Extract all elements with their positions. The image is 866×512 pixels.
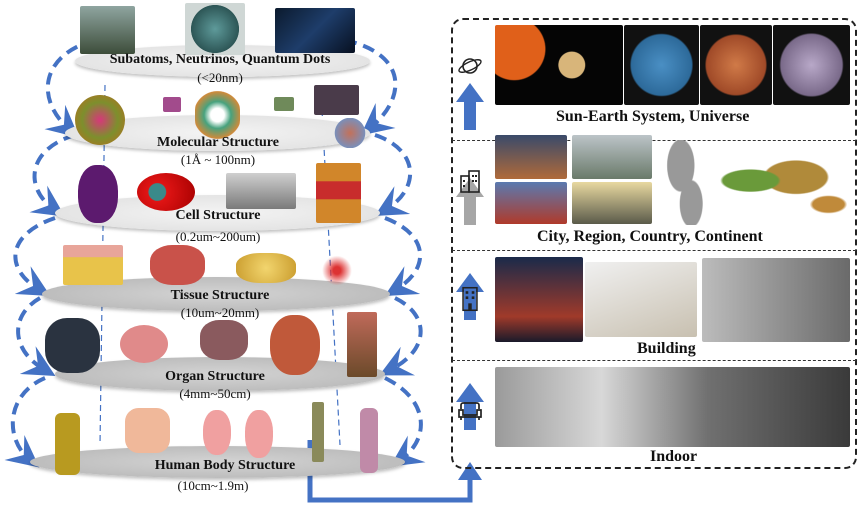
human-skeleton — [312, 402, 324, 462]
disc-organ — [55, 357, 385, 391]
molecule-image-box — [314, 85, 359, 115]
scale-label-organ: Organ Structure — [165, 369, 265, 384]
building-icon — [462, 286, 478, 312]
cell-vessel — [316, 163, 361, 223]
city-image-4 — [572, 182, 652, 224]
organ-digestive — [347, 312, 377, 377]
loop-arrow-right-1 — [344, 38, 398, 136]
loop-arrow-right-4 — [379, 296, 423, 376]
loop-arrow-right-3 — [384, 216, 422, 296]
sofa-icon — [458, 402, 482, 420]
loop-arrow-left-3 — [13, 216, 56, 296]
spatial-label-city: City, Region, Country, Continent — [537, 228, 763, 245]
city-icon — [460, 170, 480, 193]
subatomic-image-2 — [185, 3, 245, 55]
loop-arrow-left-2 — [29, 133, 76, 217]
cell-red-blood — [137, 173, 195, 211]
subatomic-image-1 — [80, 6, 135, 54]
spatial-scale-panel — [451, 18, 857, 469]
building-image-3 — [702, 258, 850, 342]
spatial-label-indoor: Indoor — [650, 448, 698, 465]
cell-capsid — [78, 165, 118, 223]
spatial-label-building: Building — [637, 340, 696, 357]
organ-heart — [45, 318, 100, 373]
building-image-1 — [495, 257, 583, 342]
tissue-muscle — [150, 245, 205, 285]
up-arrow-blue-3 — [456, 83, 484, 130]
loop-arrow-right-5 — [384, 376, 426, 467]
scale-label-human: Human Body Structure — [154, 458, 296, 473]
city-image-2 — [572, 135, 652, 179]
human-anatomy — [360, 408, 378, 473]
moon-image — [773, 25, 850, 105]
world-map — [718, 150, 848, 218]
subatomic-image-3 — [275, 8, 355, 53]
scale-range-organ: (4mm~50cm) — [179, 386, 251, 401]
scale-label-molecular: Molecular Structure — [157, 135, 279, 150]
scale-range-cell: (0.2um~200um) — [175, 229, 261, 244]
section-divider — [452, 140, 856, 141]
scale-range-subatomic: (<20nm) — [197, 70, 243, 85]
scale-range-human: (10cm~1.9m) — [177, 478, 249, 493]
indoor-image — [495, 367, 850, 447]
tissue-nerve — [312, 243, 362, 298]
planet-icon — [458, 58, 482, 74]
section-divider — [452, 250, 856, 251]
section-divider — [452, 360, 856, 361]
molecule-protein — [195, 90, 240, 140]
scale-range-molecular: (1Å ~ 100nm) — [180, 152, 256, 167]
human-hands — [125, 408, 170, 453]
mars-image — [700, 25, 772, 105]
cell-micrograph — [226, 173, 296, 209]
molecule-small-2 — [274, 97, 294, 111]
tissue-skin — [63, 245, 123, 285]
molecule-small-1 — [163, 97, 181, 112]
solar-system-image — [495, 25, 623, 105]
organ-kidney — [270, 315, 320, 375]
loop-arrow-left-5 — [4, 376, 46, 468]
human-fetus-1 — [203, 410, 231, 455]
spatial-label-universe: Sun-Earth System, Universe — [556, 108, 750, 125]
loop-arrow-left-4 — [16, 296, 56, 376]
human-fetus-2 — [245, 410, 273, 458]
americas-map — [660, 140, 712, 225]
scale-label-subatomic: Subatoms, Neutrinos, Quantum Dots — [109, 52, 331, 67]
scale-range-tissue: (10um~20mm) — [180, 305, 260, 320]
city-image-1 — [495, 135, 567, 179]
loop-arrow-right-2 — [374, 133, 412, 216]
scale-label-tissue: Tissue Structure — [170, 288, 270, 303]
organ-brain — [120, 325, 168, 363]
building-image-2 — [585, 262, 697, 337]
tissue-fat — [236, 253, 296, 283]
organ-lungs — [200, 320, 248, 360]
earth-image — [624, 25, 699, 105]
human-figure — [55, 413, 80, 475]
city-image-3 — [495, 182, 567, 224]
loop-arrow-left-1 — [44, 38, 96, 138]
scale-label-cell: Cell Structure — [175, 208, 261, 223]
molecule-virus — [75, 95, 125, 145]
molecule-cluster — [330, 118, 370, 148]
